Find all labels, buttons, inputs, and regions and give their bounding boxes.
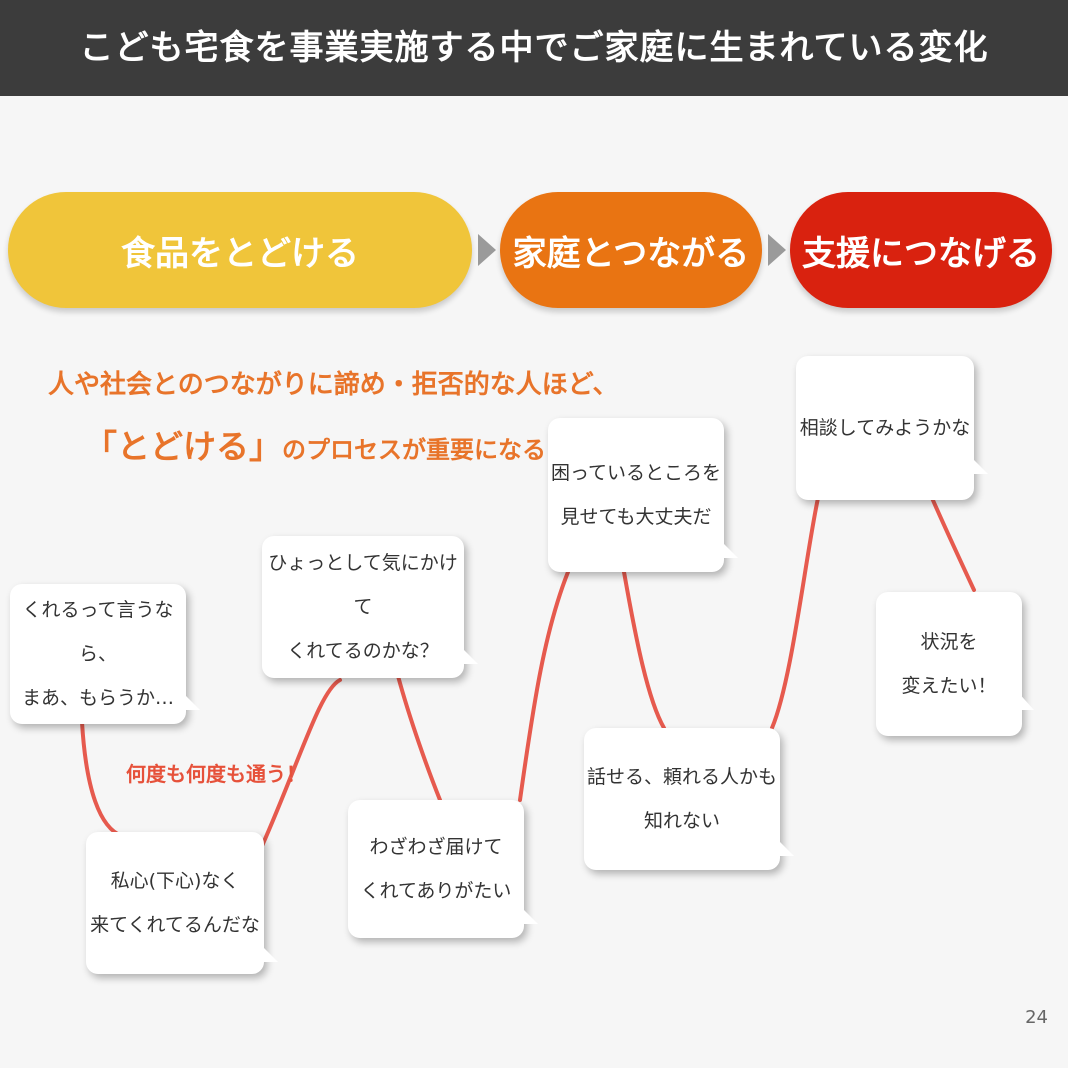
wave-path bbox=[80, 496, 976, 848]
bubble-line: 私心(下心)なく bbox=[110, 870, 240, 892]
lead-text-line1: 人や社会とのつながりに諦め・拒否的な人ほど、 bbox=[48, 370, 619, 400]
speech-bubble: くれるって言うなら、 まあ、もらうか… bbox=[10, 584, 200, 724]
lead-text-line2: 「とどける」のプロセスが重要になる bbox=[84, 420, 546, 468]
bubble-tail bbox=[716, 536, 738, 558]
speech-bubble: 話せる、頼れる人かも 知れない bbox=[584, 728, 794, 870]
bubble-tail bbox=[256, 940, 278, 962]
bubble-tail bbox=[456, 642, 478, 664]
bubble-tail bbox=[1016, 690, 1034, 710]
bubble-tail bbox=[516, 902, 538, 924]
bubble-line: くれるって言うなら、 bbox=[22, 599, 174, 665]
lead-rest: のプロセスが重要になる bbox=[282, 436, 546, 464]
chevron-right-icon bbox=[478, 234, 496, 266]
speech-bubble: 状況を 変えたい！ bbox=[876, 592, 1034, 736]
bubble-line: まあ、もらうか… bbox=[21, 687, 174, 709]
bubble-line: くれてるのかな？ bbox=[287, 640, 439, 662]
header-bar: こども宅食を事業実施する中でご家庭に生まれている変化 bbox=[0, 0, 1068, 96]
speech-bubble: 相談してみようかな bbox=[796, 356, 988, 500]
speech-bubble: ひょっとして気にかけて くれてるのかな？ bbox=[262, 536, 478, 678]
bubble-line: 相談してみようかな bbox=[799, 417, 971, 439]
bubble-line: 知れない bbox=[643, 810, 720, 832]
bubble-line: 状況を bbox=[920, 631, 978, 653]
chevron-right-icon bbox=[768, 234, 786, 266]
page-title: こども宅食を事業実施する中でご家庭に生まれている変化 bbox=[79, 28, 989, 68]
bubble-line: ひょっとして気にかけて bbox=[268, 552, 458, 618]
stage-label-deliver: 食品をとどける bbox=[121, 233, 359, 274]
stage-label-connect: 家庭とつながる bbox=[512, 233, 750, 274]
speech-bubble: 私心(下心)なく 来てくれてるんだな bbox=[86, 832, 278, 974]
bubble-line: 変えたい！ bbox=[901, 675, 997, 697]
bubble-line: わざわざ届けて bbox=[369, 836, 503, 858]
lead-emphasis: 「とどける」 bbox=[84, 427, 282, 466]
stage-deliver-food: 食品をとどける bbox=[8, 192, 472, 308]
note-text: 何度も何度も通う！ bbox=[126, 762, 306, 786]
bubble-line: 来てくれてるんだな bbox=[90, 914, 260, 936]
speech-bubble: 困っているところを 見せても大丈夫だ bbox=[548, 418, 738, 572]
page-number: 24 bbox=[1025, 1007, 1048, 1028]
bubble-tail bbox=[772, 834, 794, 856]
bubble-tail bbox=[966, 452, 988, 474]
stage-link-support: 支援につなげる bbox=[790, 192, 1052, 308]
speech-bubble: わざわざ届けて くれてありがたい bbox=[348, 800, 538, 938]
bubble-line: 困っているところを bbox=[550, 462, 722, 484]
bubble-line: 話せる、頼れる人かも bbox=[586, 766, 777, 788]
stage-label-support: 支援につなげる bbox=[802, 233, 1040, 274]
bubble-tail bbox=[178, 688, 200, 710]
bubble-line: 見せても大丈夫だ bbox=[560, 506, 712, 528]
stage-connect-family: 家庭とつながる bbox=[500, 192, 762, 308]
bubble-line: くれてありがたい bbox=[360, 880, 512, 902]
